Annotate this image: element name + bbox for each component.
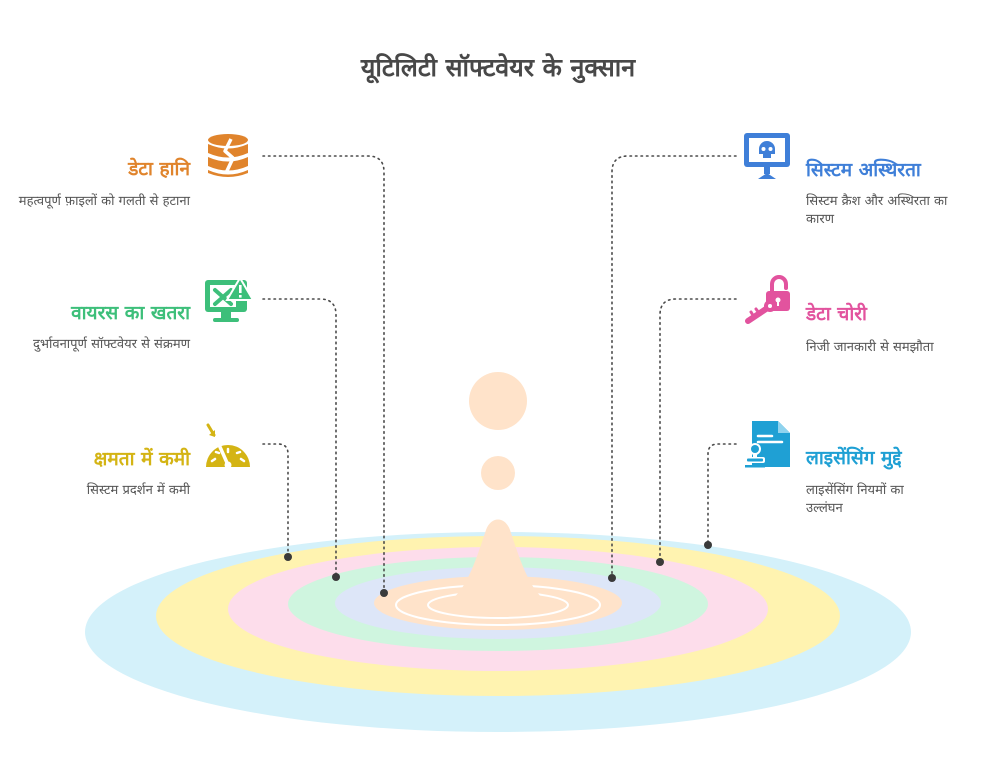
connector-dot-efficiency-loss bbox=[284, 553, 292, 561]
item-desc-virus-threat: दुर्भावनापूर्ण सॉफ्टवेयर से संक्रमण bbox=[32, 337, 190, 352]
item-desc-data-loss: महत्वपूर्ण फ़ाइलों को गलती से हटाना bbox=[18, 194, 190, 209]
connector-dot-data-theft bbox=[656, 558, 664, 566]
item-desc-licensing-issues: लाइसेंसिंग नियमों का उल्लंघन bbox=[806, 483, 904, 516]
monitor-virus-warning-icon bbox=[205, 276, 253, 322]
item-title-data-loss: डेटा हानि bbox=[128, 158, 190, 180]
document-stamp-icon bbox=[745, 421, 790, 468]
item-title-virus-threat: वायरस का खतरा bbox=[71, 302, 190, 324]
connector-dot-licensing-issues bbox=[704, 541, 712, 549]
item-title-system-instability: सिस्टम अस्थिरता bbox=[806, 159, 921, 181]
connector-system-instability bbox=[611, 155, 737, 578]
connector-efficiency-loss bbox=[262, 443, 289, 557]
item-desc-data-theft: निजी जानकारी से समझौता bbox=[806, 340, 934, 355]
item-title-data-theft: डेटा चोरी bbox=[806, 303, 867, 325]
monitor-skull-icon bbox=[744, 133, 790, 179]
page-title: यूटिलिटी सॉफ्टवेयर के नुक्सान bbox=[360, 53, 636, 82]
connector-dot-data-loss bbox=[380, 589, 388, 597]
database-broken-icon bbox=[208, 134, 248, 177]
item-desc-system-instability: सिस्टम क्रैश और अस्थिरता का कारण bbox=[806, 194, 948, 227]
connector-data-loss bbox=[262, 155, 385, 593]
connector-virus-threat bbox=[262, 298, 337, 577]
speedometer-icon bbox=[206, 423, 250, 469]
item-title-efficiency-loss: क्षमता में कमी bbox=[93, 448, 190, 470]
connector-dot-virus-threat bbox=[332, 573, 340, 581]
splash-peak bbox=[432, 519, 564, 614]
connector-licensing-issues bbox=[707, 443, 737, 545]
connector-dot-system-instability bbox=[608, 574, 616, 582]
item-desc-efficiency-loss: सिस्टम प्रदर्शन में कमी bbox=[86, 483, 190, 498]
item-title-licensing-issues: लाइसेंसिंग मुद्दे bbox=[806, 447, 902, 469]
droplet-large bbox=[469, 372, 527, 430]
droplet-small bbox=[481, 456, 515, 490]
connector-data-theft bbox=[659, 298, 737, 562]
unlocked-padlock-key-icon bbox=[745, 275, 790, 324]
